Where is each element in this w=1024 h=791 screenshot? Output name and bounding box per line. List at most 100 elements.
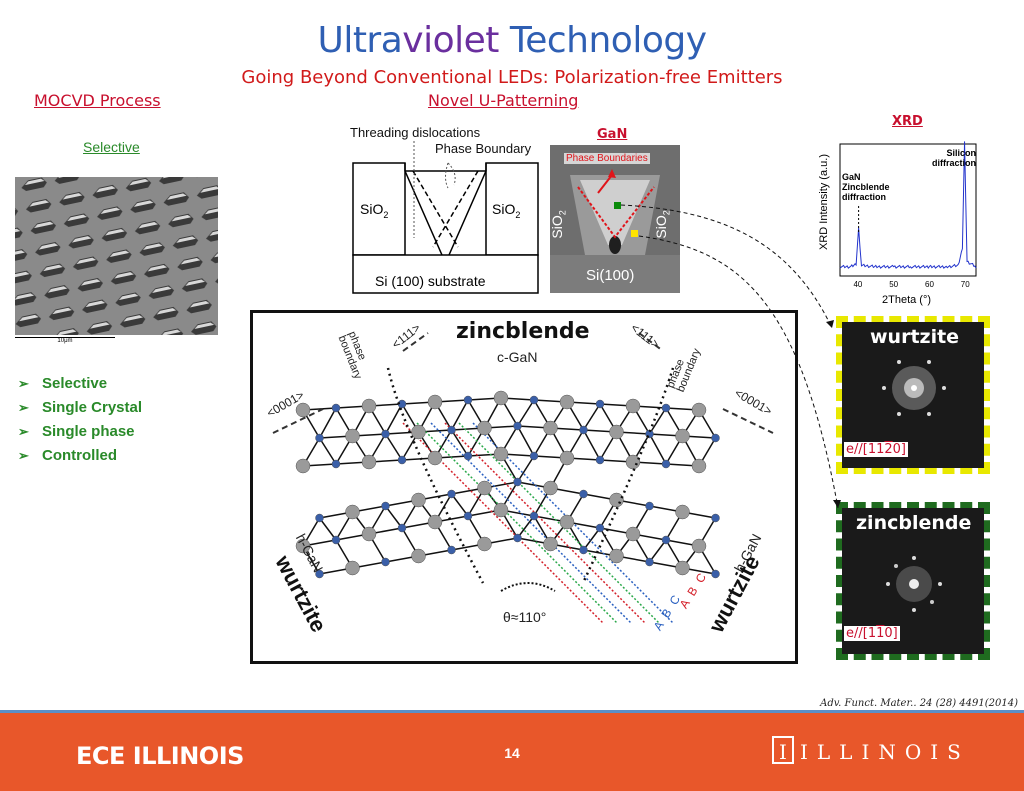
zincblende-title: zincblende bbox=[456, 319, 590, 344]
gallium-atom bbox=[493, 446, 509, 462]
fft-zincblende-label: zincblende bbox=[856, 512, 972, 534]
si100-label: Si(100) bbox=[586, 267, 635, 284]
direction-text-end: 0] bbox=[884, 626, 898, 641]
u-pattern-schematic: Threading dislocations Phase Boundary Si… bbox=[348, 123, 548, 295]
gallium-atom bbox=[543, 480, 558, 496]
fft-wurtzite-direction: e//[1120] bbox=[844, 442, 908, 457]
c-gan-label: c-GaN bbox=[497, 349, 538, 365]
angle-arc bbox=[500, 582, 556, 592]
gallium-atom bbox=[361, 398, 377, 414]
gallium-atom bbox=[427, 514, 443, 530]
lattice-bond bbox=[648, 539, 667, 563]
gallium-atom bbox=[345, 504, 360, 520]
stacking-line bbox=[458, 422, 660, 624]
lattice-bond bbox=[450, 399, 469, 431]
gallium-atom bbox=[477, 536, 492, 552]
mocvd-section-title: MOCVD Process bbox=[34, 91, 161, 110]
sio2-text: SiO bbox=[360, 201, 384, 217]
gallium-atom bbox=[427, 450, 443, 466]
bullet-selective: ➢Selective bbox=[18, 372, 142, 396]
sio2-left-label: SiO2 bbox=[360, 201, 388, 220]
nitrogen-atom bbox=[447, 545, 456, 555]
fft-zincblende-image: zincblende e//[110] bbox=[842, 508, 984, 654]
title-part-technology: Technology bbox=[498, 20, 707, 61]
page-number: 14 bbox=[504, 745, 520, 761]
fft-zincblende-frame: zincblende e//[110] bbox=[836, 502, 990, 660]
gan-label: GaN bbox=[597, 127, 628, 142]
gallium-atom bbox=[543, 420, 558, 436]
fft-wurtzite-frame: wurtzite e//[1120] bbox=[836, 316, 990, 474]
gallium-atom bbox=[361, 526, 377, 542]
nitrogen-atom bbox=[331, 403, 341, 413]
nitrogen-atom bbox=[711, 433, 720, 443]
footer-bar bbox=[0, 713, 1024, 791]
lattice-diagram: zincblende c-GaN <111> <111> <0001> <000… bbox=[250, 310, 798, 664]
nitrogen-atom bbox=[711, 513, 720, 523]
lattice-bond bbox=[582, 403, 601, 431]
gallium-atom bbox=[411, 492, 426, 508]
ece-illinois-logo: ECE ILLINOIS bbox=[76, 742, 244, 770]
footer-strip bbox=[0, 710, 1024, 714]
nitrogen-atom bbox=[579, 425, 588, 435]
gallium-atom bbox=[295, 402, 311, 418]
substrate-label: Si (100) substrate bbox=[375, 273, 486, 289]
gallium-atom bbox=[675, 560, 690, 576]
nitrogen-atom bbox=[331, 535, 341, 545]
nitrogen-atom bbox=[529, 451, 539, 461]
threading-dislocations-label: Threading dislocations bbox=[350, 125, 481, 140]
gallium-atom bbox=[609, 424, 624, 440]
gallium-atom bbox=[295, 458, 311, 474]
nitrogen-atom bbox=[529, 511, 539, 521]
angle-label: θ≈110° bbox=[503, 609, 547, 625]
lattice-bond bbox=[648, 407, 667, 435]
arrow-bullet-icon: ➢ bbox=[18, 448, 29, 463]
bullet-label: Controlled bbox=[42, 447, 117, 464]
nitrogen-atom bbox=[315, 569, 324, 579]
direction-text: e//[1 bbox=[846, 626, 877, 641]
xrd-tick-label: 40 bbox=[853, 280, 862, 289]
dir111-left-arrow bbox=[402, 332, 429, 352]
bullet-single-phase: ➢Single phase bbox=[18, 420, 142, 444]
page-subtitle: Going Beyond Conventional LEDs: Polariza… bbox=[241, 67, 783, 88]
nitrogen-atom bbox=[513, 421, 522, 431]
nitrogen-atom bbox=[645, 557, 654, 567]
gallium-atom bbox=[691, 402, 707, 418]
gallium-atom bbox=[675, 504, 690, 520]
selective-subtitle: Selective bbox=[83, 139, 140, 155]
xrd-series-line bbox=[839, 141, 977, 270]
illinois-block-i-icon: I bbox=[772, 736, 794, 764]
sio2-right-label: SiO2 bbox=[492, 201, 520, 220]
nitrogen-atom bbox=[579, 489, 588, 499]
bullet-controlled: ➢ Controlled bbox=[18, 444, 142, 468]
xrd-tick-label: 60 bbox=[925, 280, 934, 289]
nitrogen-atom bbox=[463, 511, 473, 521]
lattice-bond bbox=[450, 429, 469, 457]
phase-boundaries-label: Phase Boundaries bbox=[564, 153, 650, 164]
phase-boundary-left-line bbox=[386, 367, 485, 584]
direction-bar-digit: 2 bbox=[884, 442, 893, 457]
phase-boundary-right-line bbox=[581, 367, 675, 584]
xrd-peak1-label: GaN Zincblende diffraction bbox=[842, 172, 890, 202]
arrow-bullet-icon: ➢ bbox=[18, 376, 29, 391]
nitrogen-atom bbox=[381, 557, 390, 567]
lattice-bond bbox=[516, 455, 535, 483]
lattice-bond bbox=[318, 437, 337, 465]
gallium-atom bbox=[559, 450, 575, 466]
gallium-atom bbox=[691, 458, 707, 474]
illinois-wordmark: ILLINOIS bbox=[800, 740, 970, 764]
lattice-bond bbox=[384, 433, 403, 461]
direction-text-end: 0] bbox=[892, 442, 906, 457]
gallium-atom bbox=[625, 526, 641, 542]
subscript-2: 2 bbox=[515, 209, 521, 220]
nitrogen-atom bbox=[513, 533, 522, 543]
nitrogen-atom bbox=[595, 523, 605, 533]
bullet-label: Single phase bbox=[42, 423, 135, 440]
nitrogen-atom bbox=[447, 425, 456, 435]
gallium-atom bbox=[345, 560, 360, 576]
lattice-bond bbox=[318, 517, 337, 541]
gallium-atom bbox=[295, 538, 311, 554]
bullet-single-crystal: ➢Single Crystal bbox=[18, 396, 142, 420]
nitrogen-atom bbox=[579, 545, 588, 555]
feature-bullet-list: ➢Selective ➢Single Crystal ➢Single phase… bbox=[18, 372, 142, 468]
lattice-bond bbox=[582, 527, 601, 551]
